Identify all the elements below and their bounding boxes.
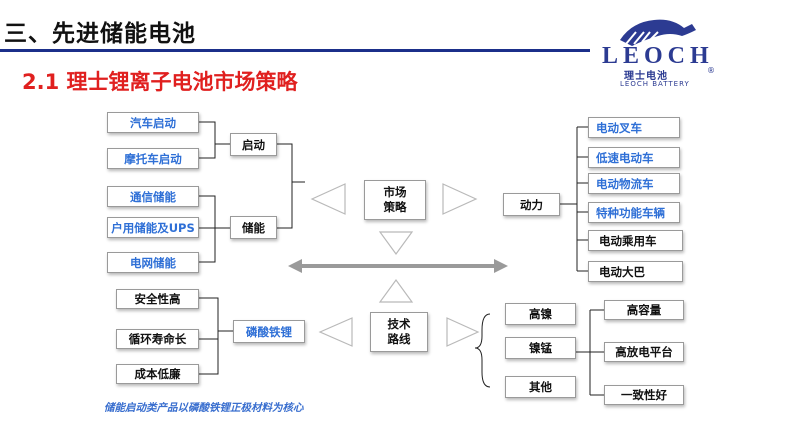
lfp-bracket <box>199 297 233 375</box>
arrow-down-strategy-icon <box>378 231 414 256</box>
category-lfp: 磷酸铁锂 <box>233 320 305 343</box>
property-high-capacity: 高容量 <box>604 300 684 320</box>
item-electric-passenger-car: 电动乘用车 <box>588 230 683 251</box>
item-special-function-vehicle: 特种功能车辆 <box>588 202 680 223</box>
chemistry-brace <box>474 313 491 388</box>
logo-reg-mark: ® <box>707 66 715 75</box>
market-strategy-node: 市场 策略 <box>364 180 426 220</box>
tech-route-node: 技术 路线 <box>370 312 428 352</box>
category-storage: 储能 <box>230 216 277 239</box>
arrow-right-tech-icon <box>446 317 480 347</box>
footnote: 储能启动类产品以磷酸铁锂正极材料为核心 <box>104 402 304 414</box>
category-power: 动力 <box>503 193 560 216</box>
property-high-discharge-platform: 高放电平台 <box>604 342 684 362</box>
page-subtitle: 2.1 理士锂离子电池市场策略 <box>22 70 298 94</box>
feature-long-cycle-life: 循环寿命长 <box>116 329 199 349</box>
item-telecom-storage: 通信储能 <box>107 186 199 207</box>
feature-low-cost: 成本低廉 <box>116 364 199 384</box>
item-car-starting: 汽车启动 <box>107 112 199 133</box>
item-electric-forklift: 电动叉车 <box>588 117 680 138</box>
power-bracket <box>560 126 588 272</box>
feature-high-safety: 安全性高 <box>116 289 199 309</box>
header-divider <box>0 49 590 52</box>
arrow-up-tech-icon <box>378 278 414 303</box>
double-arrow-icon <box>288 259 508 273</box>
company-logo: LEOCH 理士电池 LEOCH BATTERY ® <box>592 10 722 90</box>
chemistry-nickel-manganese: 镍锰 <box>505 337 576 359</box>
horse-logo-icon <box>620 19 696 46</box>
item-home-storage-ups: 户用储能及UPS <box>107 217 199 238</box>
section-title: 三、先进储能电池 <box>4 21 196 47</box>
chemistry-other: 其他 <box>505 376 576 398</box>
starting-bracket <box>199 121 230 159</box>
logo-wordmark: LEOCH <box>602 43 714 69</box>
arrow-left-strategy-icon <box>310 183 346 215</box>
storage-bracket <box>199 195 230 263</box>
item-grid-storage: 电网储能 <box>107 252 199 273</box>
arrow-right-strategy-icon <box>442 183 478 215</box>
property-good-consistency: 一致性好 <box>604 385 684 405</box>
properties-bracket <box>576 309 604 396</box>
arrow-left-tech-icon <box>318 317 353 347</box>
item-motorcycle-starting: 摩托车启动 <box>107 148 199 169</box>
category-starting: 启动 <box>230 133 277 156</box>
item-low-speed-ev: 低速电动车 <box>588 147 680 168</box>
left-merge-bracket <box>277 143 305 229</box>
logo-cn-text: 理士电池 <box>624 71 668 82</box>
item-electric-bus: 电动大巴 <box>588 261 683 282</box>
chemistry-high-nickel: 高镍 <box>505 303 576 325</box>
item-electric-logistics-vehicle: 电动物流车 <box>588 173 680 194</box>
logo-en-text: LEOCH BATTERY <box>620 80 690 88</box>
